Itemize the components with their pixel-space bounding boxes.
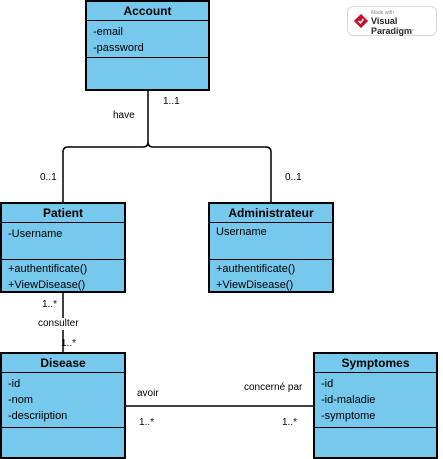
watermark-brand: Visual Paradigm	[371, 16, 413, 36]
have-patient-multiplicity: 0..1	[40, 172, 57, 183]
avoir-disease-multiplicity: 1..*	[139, 417, 155, 428]
operation: +authentificate()	[8, 263, 88, 275]
attribute: -nom	[8, 394, 34, 406]
watermark-made-with: Made with	[371, 10, 394, 16]
operation: +ViewDisease()	[216, 279, 294, 291]
have-association-line	[62, 90, 272, 202]
attribute: -password	[93, 42, 144, 54]
class-account[interactable]: Account -email -password	[85, 0, 210, 91]
have-association-label: have	[113, 110, 135, 121]
class-disease[interactable]: Disease -id -nom -descriiption	[0, 352, 126, 459]
class-symptomes-name: Symptomes	[315, 354, 436, 373]
class-patient-operations: +authentificate() +ViewDisease()	[2, 260, 124, 294]
class-patient-attributes: -Username	[2, 223, 124, 260]
class-disease-attributes: -id -nom -descriiption	[2, 373, 124, 428]
concerne-par-association-label: concerné par	[244, 382, 303, 393]
avoir-association-label: avoir	[137, 388, 159, 399]
class-administrateur-attributes: Username	[210, 223, 332, 260]
class-symptomes-attributes: -id -id-maladie -symptome	[315, 373, 436, 428]
attribute: -id	[321, 378, 334, 390]
attribute: -symptome	[321, 410, 376, 422]
attribute: -descriiption	[8, 410, 68, 422]
class-patient[interactable]: Patient -Username +authentificate() +Vie…	[0, 202, 126, 293]
have-account-multiplicity: 1..1	[163, 96, 180, 107]
class-disease-name: Disease	[2, 354, 124, 373]
consulter-patient-multiplicity: 1..*	[42, 299, 58, 310]
attribute: -id-maladie	[321, 394, 376, 406]
have-admin-multiplicity: 0..1	[285, 172, 302, 183]
class-administrateur-name: Administrateur	[210, 204, 332, 223]
operation: +authentificate()	[216, 263, 296, 275]
consulter-association-label: consulter	[38, 318, 79, 330]
consulter-disease-multiplicity: 1..*	[61, 338, 77, 349]
class-patient-name: Patient	[2, 204, 124, 223]
attribute: Username	[216, 226, 267, 238]
visual-paradigm-logo-icon	[354, 14, 368, 28]
attribute: -id	[8, 378, 21, 390]
class-account-name: Account	[87, 2, 208, 21]
avoir-symptomes-multiplicity: 1..*	[282, 417, 298, 428]
attribute: -Username	[8, 228, 63, 240]
operation: +ViewDisease()	[8, 279, 86, 291]
class-administrateur[interactable]: Administrateur Username +authentificate(…	[208, 202, 334, 293]
watermark-license: For non-commercial use	[371, 27, 415, 32]
class-account-attributes: -email -password	[87, 21, 208, 58]
attribute: -email	[93, 26, 123, 38]
visual-paradigm-watermark: Made with Visual Paradigm For non-commer…	[347, 6, 437, 36]
class-administrateur-operations: +authentificate() +ViewDisease()	[210, 260, 332, 294]
class-symptomes[interactable]: Symptomes -id -id-maladie -symptome	[313, 352, 438, 459]
